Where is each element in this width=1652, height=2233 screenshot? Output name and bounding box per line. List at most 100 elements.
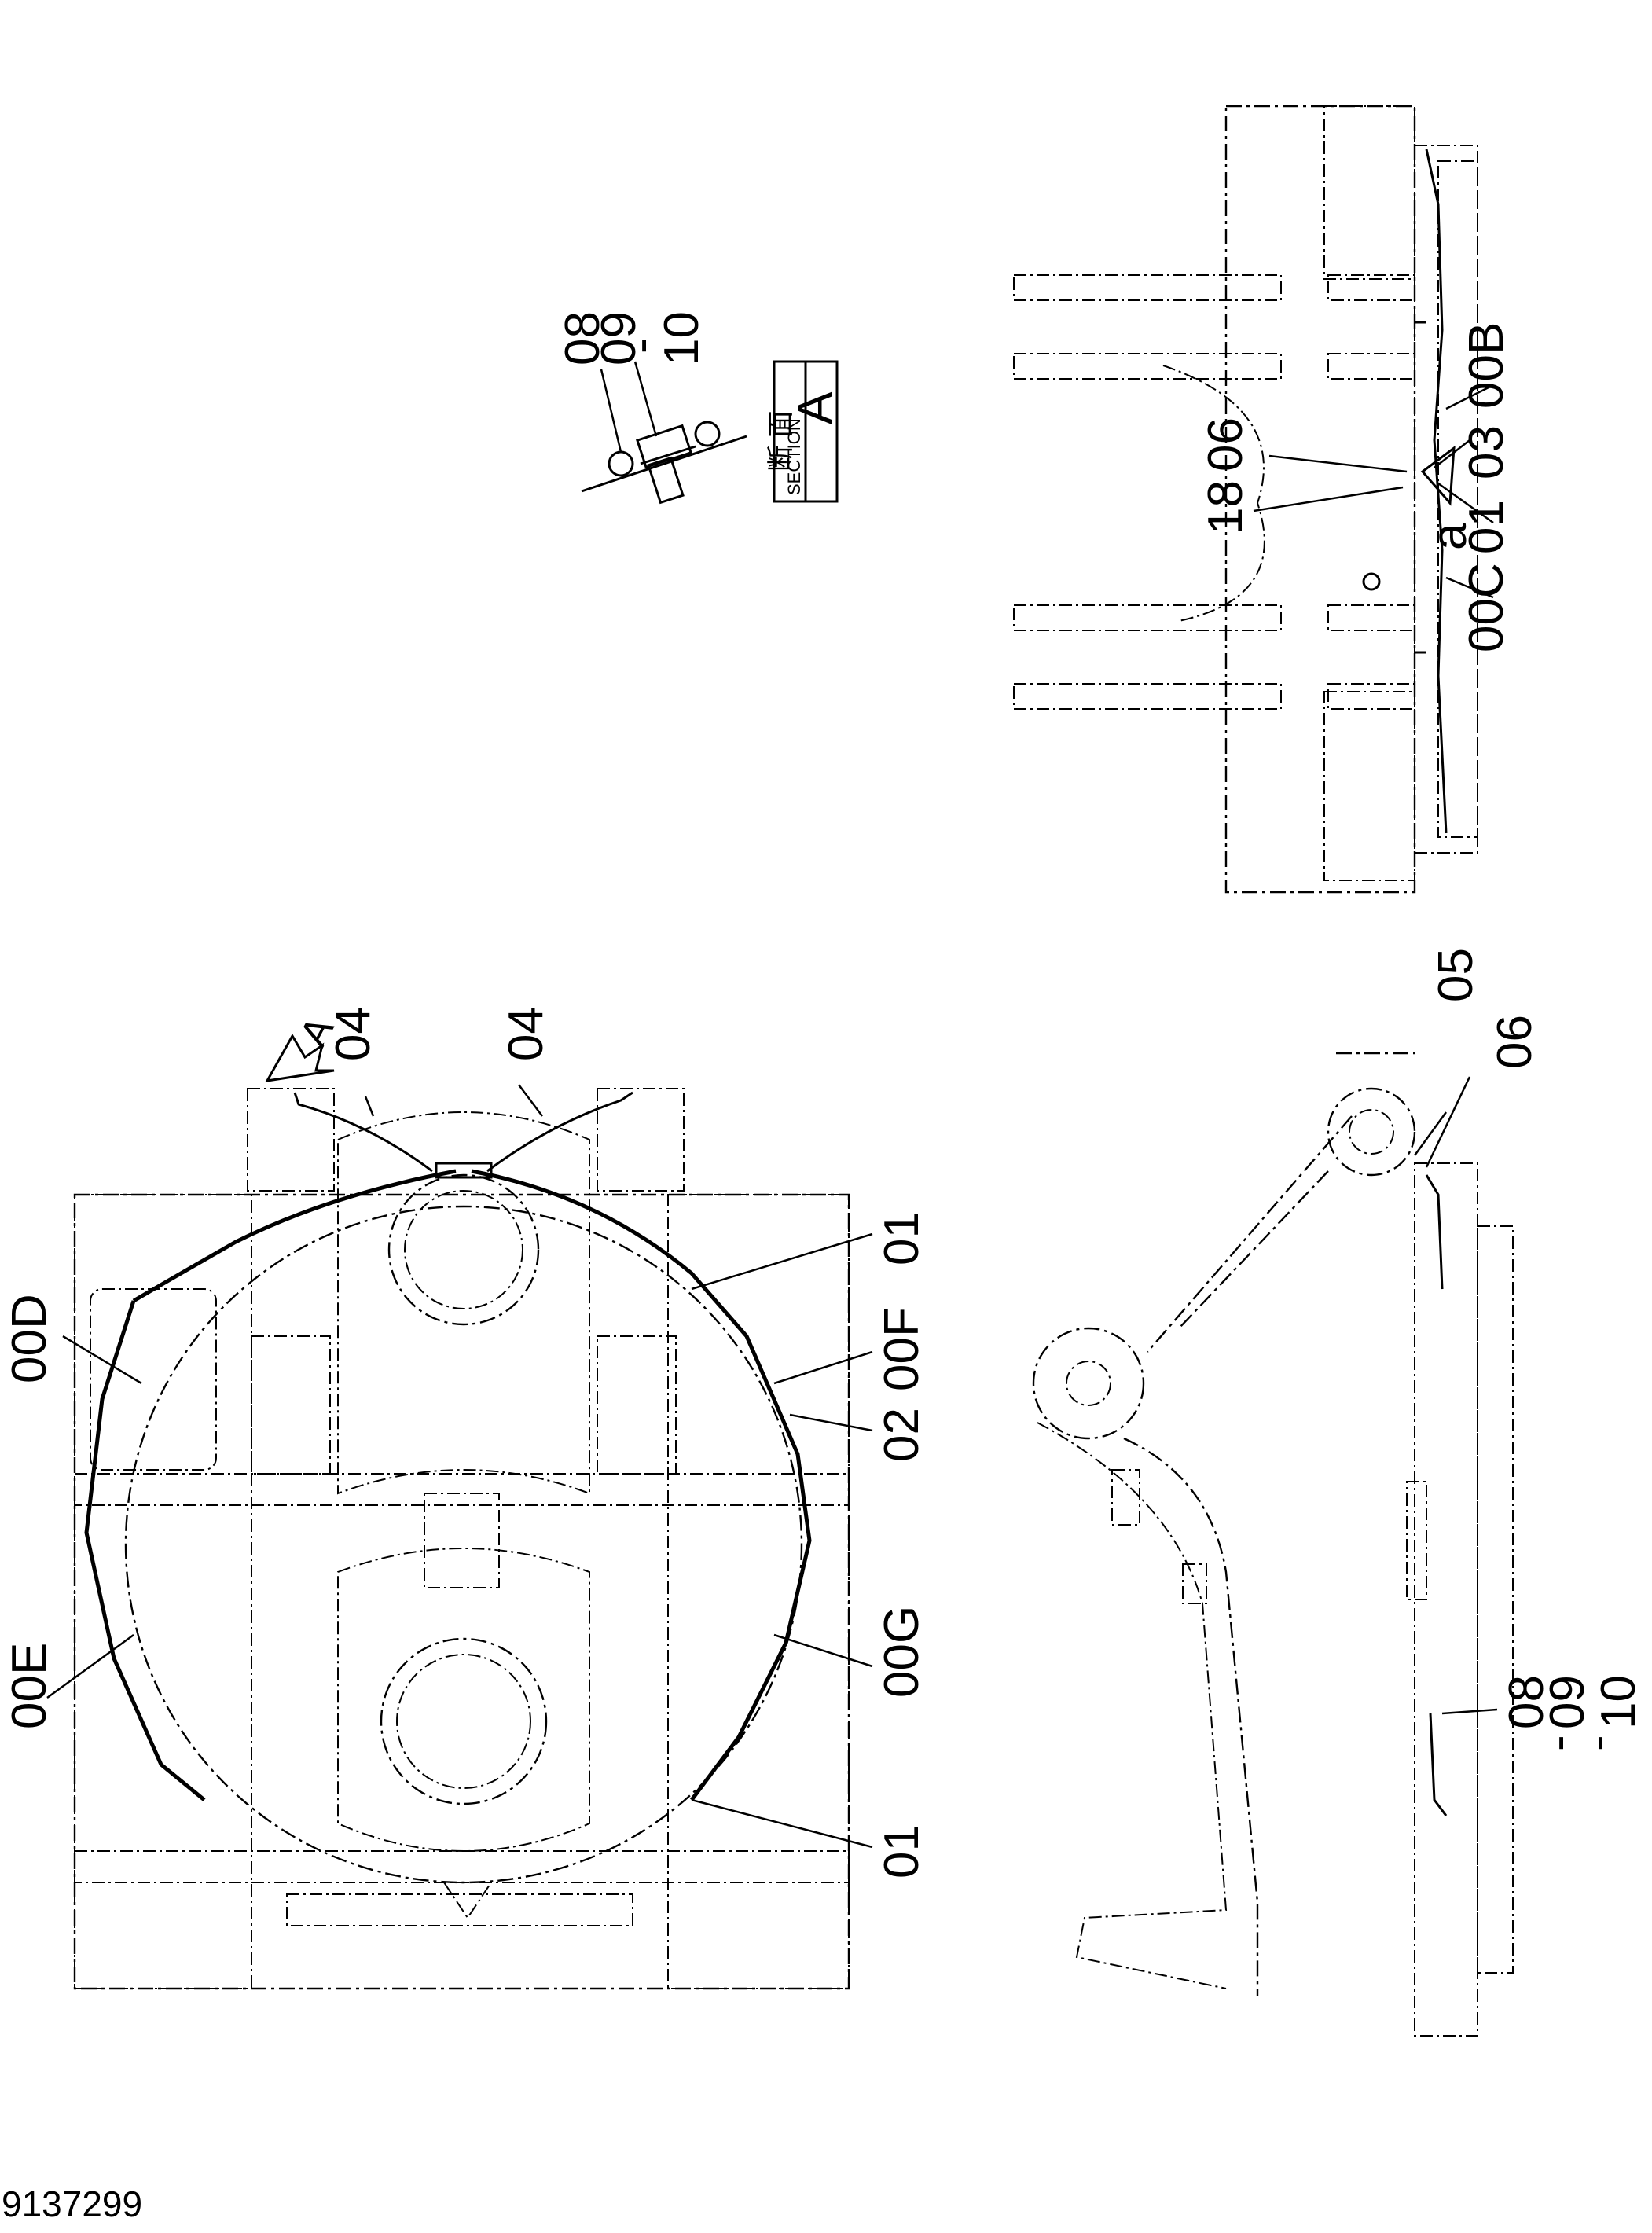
boom-bracket-left — [247, 1088, 335, 1192]
swing-motor-ring-outer — [387, 1173, 540, 1326]
left-side-plate — [74, 1194, 252, 1989]
hose-manifold — [435, 1162, 493, 1179]
swivel-joint-inner — [396, 1654, 531, 1789]
swing-motor-ring-inner — [404, 1190, 523, 1309]
label-06-side: 06 — [1488, 1015, 1542, 1069]
leader-05 — [1413, 1111, 1448, 1156]
section-a-detail — [581, 361, 747, 505]
leader-00E — [46, 1633, 134, 1699]
boom-rail-8 — [1327, 683, 1415, 710]
label-09-top: 09 — [592, 311, 646, 365]
counterweight-rail — [286, 1893, 633, 1926]
section-a-tag: 断 面 SECTION A — [766, 360, 843, 503]
clamp-loop-right — [694, 421, 721, 447]
leader-18 — [1253, 486, 1404, 512]
clamp-loop-left — [608, 450, 634, 477]
dash-09-10-side: - — [1570, 1735, 1624, 1751]
label-08-side: 08 — [1500, 1675, 1554, 1729]
side-view — [1032, 1052, 1514, 2037]
label-04-b: 04 — [499, 1007, 553, 1061]
leader-01-b — [691, 1232, 873, 1291]
label-10-top: 10 — [655, 311, 709, 365]
section-kanji: 断 面 — [766, 411, 796, 472]
top-right-view — [1013, 105, 1494, 894]
label-09-side: 09 — [1540, 1675, 1595, 1729]
side-rail — [1414, 1162, 1478, 2037]
boom-bracket-right — [597, 1088, 685, 1192]
boom-foot-outer — [1327, 1087, 1416, 1177]
frame-block-upper — [1323, 105, 1415, 280]
rear-v-mark — [443, 1882, 492, 1919]
side-bracket-1 — [1111, 1469, 1140, 1526]
hose-junction — [1420, 445, 1456, 506]
dash-09-10-top: - — [614, 337, 668, 354]
leader-00C — [1445, 576, 1494, 599]
leader-06-side — [1425, 1076, 1471, 1168]
leader-03 — [1434, 439, 1470, 468]
label-01-right: 01 — [1459, 500, 1514, 554]
leader-00B — [1445, 384, 1494, 410]
section-word: SECTION — [784, 418, 804, 495]
leader-09-top — [633, 361, 658, 437]
label-10-side: 10 — [1591, 1675, 1646, 1729]
hose-left-upper — [132, 1169, 457, 1303]
hose-04-left — [293, 1092, 433, 1173]
side-frame-lower — [1037, 1422, 1228, 1989]
boom-pin-housing-left — [251, 1335, 331, 1475]
label-00G: 00G — [875, 1606, 929, 1698]
label-01-b: 01 — [875, 1211, 929, 1265]
dashed-arch — [1162, 365, 1265, 622]
dash-08-09-side: - — [1531, 1735, 1585, 1751]
leader-06-top — [1268, 454, 1408, 473]
boom-rail-1 — [1013, 274, 1282, 301]
lower-cross-beam — [74, 1850, 850, 1883]
label-00B: 00B — [1459, 322, 1514, 409]
swivel-joint-outer — [380, 1637, 548, 1805]
leader-04-b — [518, 1084, 543, 1117]
pin-hole — [1362, 572, 1381, 591]
right-side-plate — [667, 1194, 850, 1989]
label-00E: 00E — [2, 1643, 57, 1729]
center-bracket — [424, 1493, 500, 1588]
swing-circle — [124, 1205, 803, 1884]
bolt-shank — [647, 456, 685, 505]
boom-foot-inner — [1349, 1109, 1394, 1155]
leader-08-side — [1441, 1708, 1498, 1715]
label-01-c: 01 — [875, 1824, 929, 1879]
side-bracket-2 — [1182, 1563, 1207, 1604]
frame-block-lower — [1323, 691, 1415, 881]
leader-01-right — [1437, 482, 1494, 524]
label-04-a: 04 — [326, 1007, 380, 1061]
main-top-view — [46, 1033, 873, 1990]
leader-00G — [773, 1633, 873, 1668]
side-bracket-3 — [1406, 1481, 1427, 1600]
boom-pin-housing-right — [597, 1335, 677, 1475]
tank-housing — [337, 1548, 590, 1852]
frame-body-top — [1224, 105, 1416, 894]
leader-08-top — [600, 369, 622, 453]
label-03: 03 — [1459, 425, 1514, 479]
clamp-strap — [640, 445, 696, 465]
leader-00F — [773, 1350, 873, 1385]
side-plate — [1477, 1225, 1514, 1974]
boom-rail-6 — [1327, 353, 1415, 380]
side-frame-lines — [1123, 1052, 1415, 1996]
leader-00D — [62, 1335, 142, 1385]
label-18: 18 — [1199, 480, 1253, 534]
boom-rail-3 — [1013, 604, 1282, 631]
leader-04-a — [364, 1096, 375, 1117]
boom-rail-2 — [1013, 353, 1282, 380]
leader-01-c — [691, 1798, 873, 1849]
section-cut-line — [581, 435, 747, 493]
boom-foot-housing — [337, 1111, 590, 1495]
boom-rail-5 — [1327, 274, 1415, 301]
hose-04-right — [486, 1091, 633, 1173]
part-labels: 08 09 - 10 18 06 03 01 00B 00C a A 04 04… — [2, 311, 1646, 2224]
hose-right-00F-00G — [471, 1169, 812, 1801]
label-02: 02 — [875, 1408, 929, 1462]
link-boss-inner — [1066, 1361, 1111, 1406]
label-06-top: 06 — [1199, 417, 1253, 472]
upper-frame-outline — [73, 1193, 850, 1990]
